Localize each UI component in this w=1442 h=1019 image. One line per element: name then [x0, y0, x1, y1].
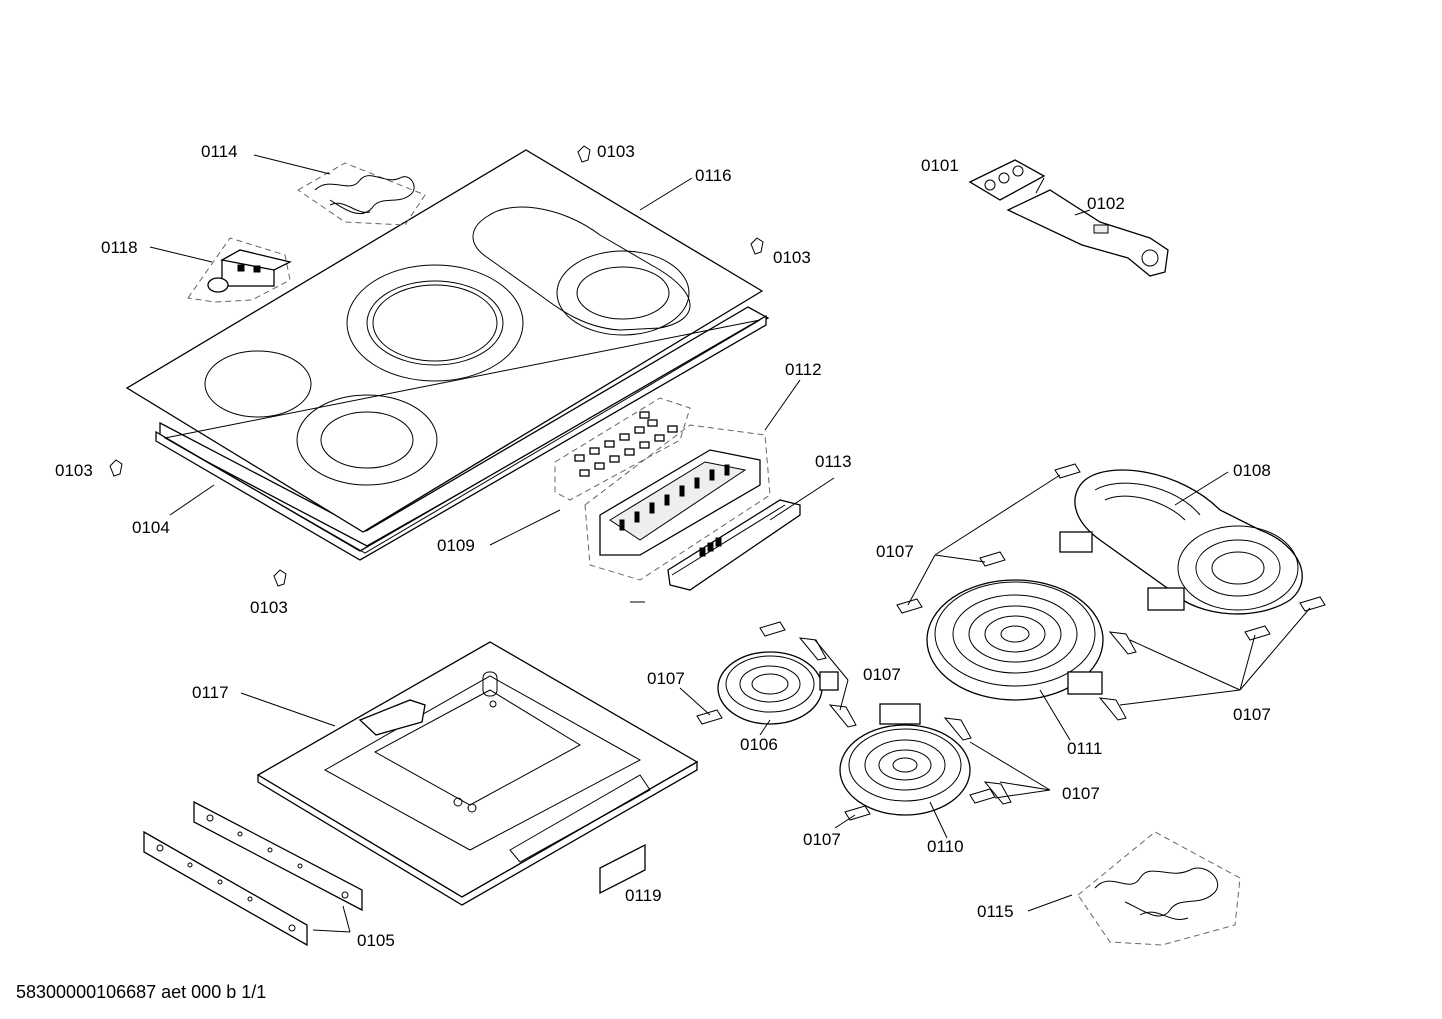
mounting-rails-part[interactable]: [143, 800, 363, 947]
label-0107-e: 0107: [1062, 784, 1100, 803]
rating-label-part[interactable]: [599, 843, 646, 895]
label-0106: 0106: [740, 735, 778, 754]
label-0110: 0110: [927, 837, 964, 856]
spring-clip-set-lower-part[interactable]: [1077, 831, 1241, 946]
label-0103-left: 0103: [55, 461, 93, 480]
scraper-part[interactable]: [968, 159, 1169, 277]
label-0103-top: 0103: [597, 142, 635, 161]
bottom-tray-part[interactable]: [256, 641, 699, 906]
label-0119: 0119: [625, 886, 662, 905]
spring-clip-set-part[interactable]: [297, 162, 426, 226]
leader-lines: [149, 154, 1311, 933]
heating-element-small-part[interactable]: [717, 651, 839, 725]
label-0102: 0102: [1087, 194, 1125, 213]
label-0107-b: 0107: [647, 669, 685, 688]
label-0108: 0108: [1233, 461, 1271, 480]
screw-part[interactable]: [109, 145, 764, 587]
label-0103-bottom: 0103: [250, 598, 288, 617]
label-0111: 0111: [1067, 739, 1103, 758]
heating-element-medium-part[interactable]: [839, 703, 971, 816]
label-0107-f: 0107: [803, 830, 841, 849]
label-0118: 0118: [101, 238, 138, 257]
label-0104: 0104: [132, 518, 170, 537]
label-0107-c: 0107: [863, 665, 901, 684]
glass-ceramic-hob-part[interactable]: [125, 149, 770, 547]
label-0114: 0114: [201, 142, 238, 161]
label-0112: 0112: [785, 360, 822, 379]
label-0115: 0115: [977, 902, 1014, 921]
control-electronics-part[interactable]: [584, 424, 771, 581]
label-0107-d: 0107: [1233, 705, 1271, 724]
frame-seal-part[interactable]: [155, 314, 767, 561]
terminal-block-part[interactable]: [187, 237, 292, 303]
fixing-clip-parts[interactable]: [696, 463, 1326, 821]
electronics-carrier-part[interactable]: [667, 499, 801, 591]
label-0113: 0113: [815, 452, 852, 471]
label-0101: 0101: [921, 156, 959, 175]
control-panel-overlay-part[interactable]: [554, 397, 691, 501]
heating-element-large-part[interactable]: [926, 579, 1104, 701]
label-0116: 0116: [695, 166, 732, 185]
label-0105: 0105: [357, 931, 395, 950]
label-0103-right: 0103: [773, 248, 811, 267]
label-0117: 0117: [192, 683, 229, 702]
label-0107-a: 0107: [876, 542, 914, 561]
heating-element-extended-part[interactable]: [1059, 469, 1303, 615]
label-0109: 0109: [437, 536, 475, 555]
document-id-footer: 58300000106687 aet 000 b 1/1: [16, 982, 267, 1002]
